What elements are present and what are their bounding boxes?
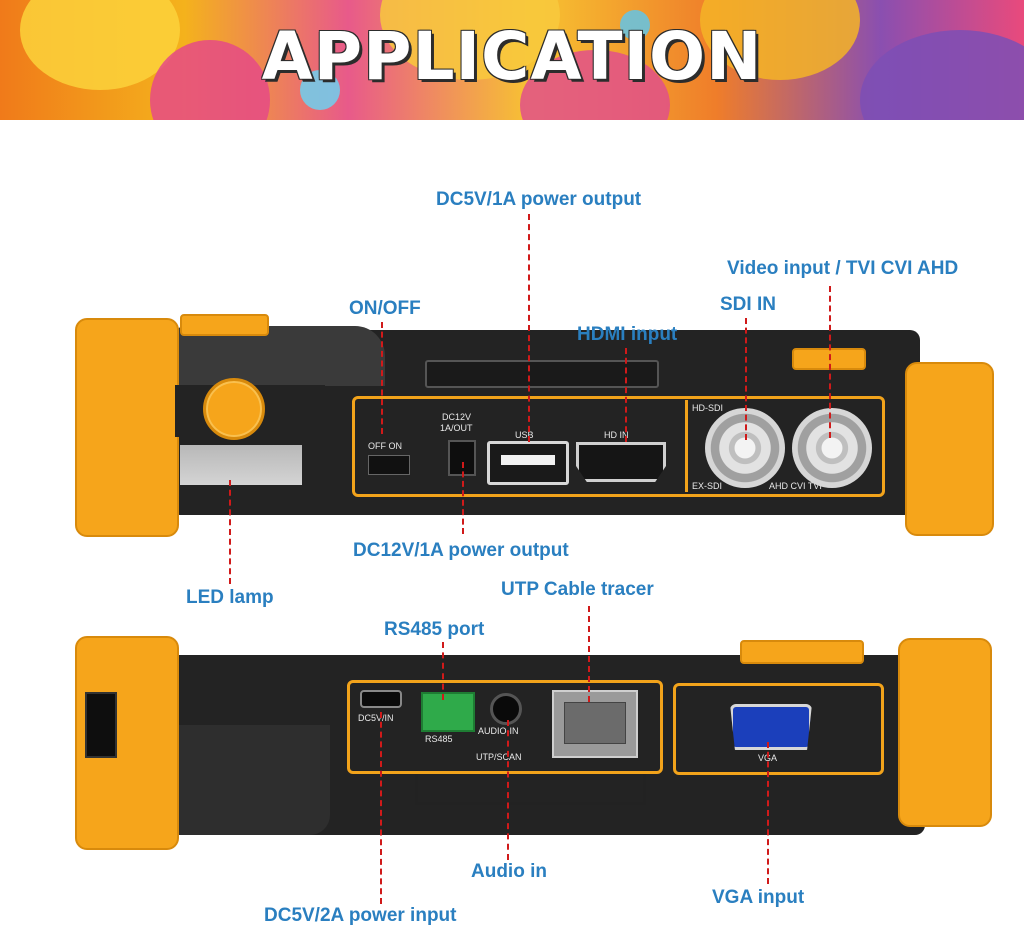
- dc12v-sub-text: 1A/OUT: [440, 423, 473, 433]
- right-bumper: [905, 362, 994, 536]
- leader-line: [528, 214, 530, 442]
- rj45-port[interactable]: [552, 690, 638, 758]
- label-vga-input: VGA input: [712, 887, 805, 908]
- label-video-input: Video input / TVI CVI AHD: [727, 258, 959, 279]
- label-dc5v-input: DC5V/2A power input: [264, 905, 457, 926]
- leader-line: [381, 322, 383, 434]
- rs485-text: RS485: [425, 734, 453, 744]
- bnc-connector-video[interactable]: [792, 408, 872, 488]
- audio-in-text: AUDIO-IN: [478, 726, 519, 736]
- label-dc5v-output: DC5V/1A power output: [436, 189, 642, 210]
- label-sdi-in: SDI IN: [720, 294, 776, 315]
- audio-jack[interactable]: [490, 693, 522, 725]
- label-utp-tracer: UTP Cable tracer: [501, 579, 654, 600]
- leader-line: [462, 462, 464, 534]
- port-panel-right: [673, 683, 884, 775]
- label-on-off: ON/OFF: [349, 298, 421, 319]
- leader-line: [229, 480, 231, 584]
- rs485-connector[interactable]: [421, 692, 475, 732]
- leader-line: [442, 642, 444, 700]
- utp-scan-text: UTP/SCAN: [476, 752, 522, 762]
- port-panel-left: [347, 680, 663, 774]
- leader-line: [745, 318, 747, 440]
- right-bumper: [898, 638, 992, 827]
- decor-blob: [620, 10, 650, 40]
- power-switch[interactable]: [368, 455, 410, 475]
- ahd-cvi-tvi-text: AHD CVI TVI: [769, 481, 822, 491]
- leader-line: [829, 286, 831, 438]
- led-lamp: [180, 445, 302, 485]
- leader-line: [767, 742, 769, 884]
- leader-line: [507, 720, 509, 860]
- banner: APPLICATION: [0, 0, 1024, 120]
- micro-usb-port[interactable]: [360, 690, 402, 708]
- left-bumper: [75, 318, 179, 537]
- label-audio-in: Audio in: [471, 861, 547, 882]
- banner-title: APPLICATION: [261, 18, 763, 95]
- ex-sdi-text: EX-SDI: [692, 481, 723, 491]
- usb-text: USB: [515, 430, 534, 440]
- port-panel: [352, 396, 885, 497]
- dc5v-in-text: DC5V/IN: [358, 713, 394, 723]
- hdmi-port[interactable]: [576, 442, 666, 482]
- dc12v-text: DC12V: [442, 412, 472, 422]
- label-led-lamp: LED lamp: [186, 587, 274, 608]
- hd-in-text: HD IN: [604, 430, 629, 440]
- hd-sdi-text: HD-SDI: [692, 403, 723, 413]
- label-hdmi-input: HDMI input: [577, 324, 678, 345]
- label-rs485-port: RS485 port: [384, 619, 485, 640]
- leader-line: [588, 606, 590, 702]
- side-port[interactable]: [85, 692, 117, 758]
- power-button-icon[interactable]: [203, 378, 265, 440]
- off-on-text: OFF ON: [368, 441, 402, 451]
- vga-port[interactable]: [730, 704, 812, 750]
- leader-line: [625, 348, 627, 442]
- leader-line: [380, 712, 382, 904]
- decor-blob: [300, 70, 340, 110]
- label-dc12v-output: DC12V/1A power output: [353, 540, 569, 561]
- usb-port[interactable]: [487, 441, 569, 485]
